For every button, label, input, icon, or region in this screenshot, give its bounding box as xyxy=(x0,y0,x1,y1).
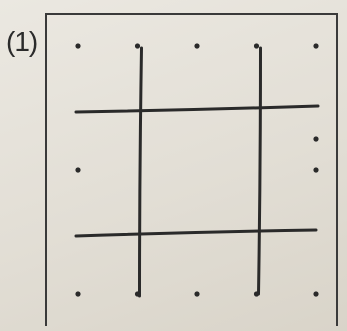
grid-dot xyxy=(194,43,200,49)
drawn-line xyxy=(74,104,320,114)
grid-dot xyxy=(75,167,81,173)
grid-dot xyxy=(134,291,141,297)
grid-dot xyxy=(253,291,260,297)
problem-label: (1) xyxy=(6,26,38,57)
grid-dot xyxy=(313,167,319,173)
grid-dot xyxy=(194,291,200,297)
figure-frame xyxy=(45,13,338,326)
grid-dot xyxy=(75,43,81,49)
drawn-line xyxy=(257,46,262,296)
drawn-line xyxy=(74,228,318,238)
grid-dot xyxy=(313,43,319,49)
grid-dot xyxy=(134,43,141,49)
drawn-line xyxy=(138,46,143,298)
grid-dot xyxy=(75,291,81,297)
grid-dot xyxy=(313,136,319,142)
grid-dot xyxy=(253,43,260,49)
grid-dot xyxy=(313,291,319,297)
